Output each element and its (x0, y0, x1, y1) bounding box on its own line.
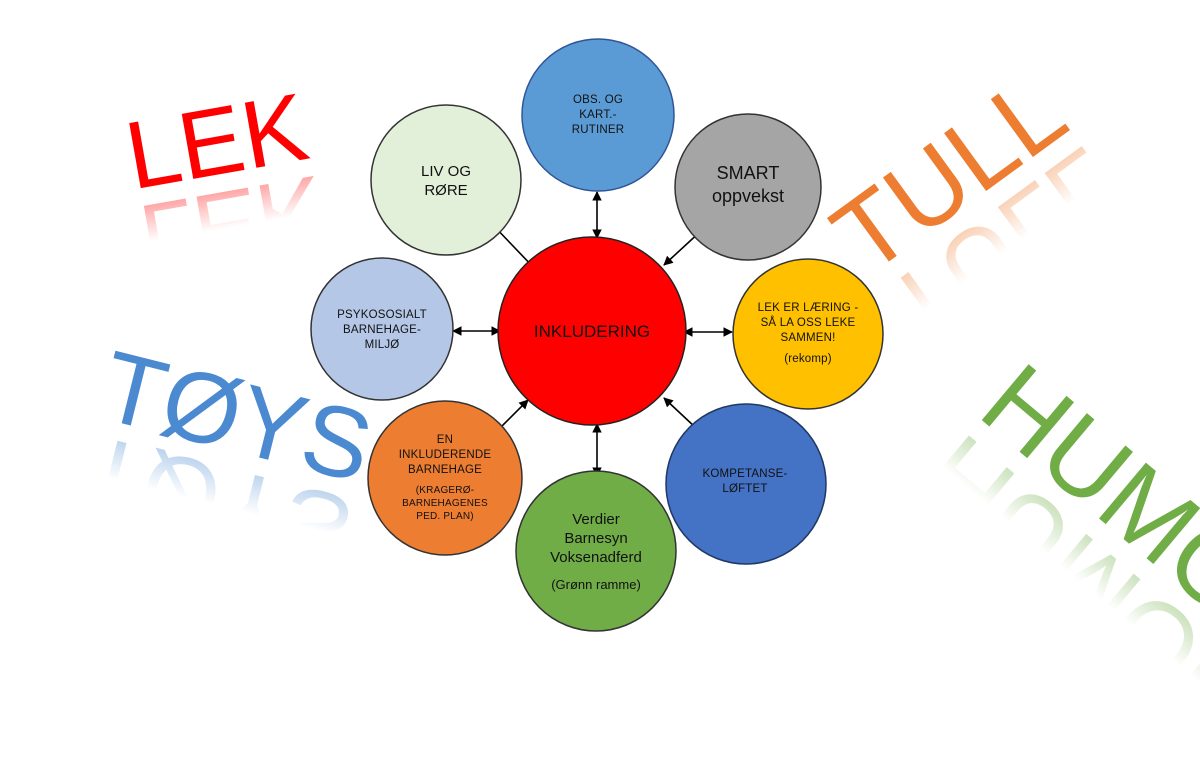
node-smart-label: SMART oppvekst (711, 163, 785, 206)
node-obs-label: OBS. OG KART.- RUTINER (571, 93, 625, 136)
node-inkluderende-circle (367, 400, 523, 556)
node-kompetanse-label: KOMPETANSE- LØFTET (702, 468, 788, 495)
node-liv-circle (370, 104, 522, 256)
center-circle (497, 236, 687, 426)
center-label: INKLUDERING (533, 321, 651, 341)
node-verdier-circle (515, 470, 677, 632)
node-smart-circle (674, 113, 822, 261)
node-liv-label: LIV OG RØRE (420, 163, 472, 199)
node-lek-laering-label: LEK ER LÆRING - SÅ LA OSS LEKE SAMMEN! (… (757, 302, 859, 365)
node-kompetanse-circle (665, 403, 827, 565)
node-obs-circle (521, 38, 675, 192)
hub-diagram (310, 38, 884, 632)
node-inkluderende-label: EN INKLUDERENDE BARNEHAGE (KRAGERØ- BARN… (398, 434, 492, 522)
node-psykososialt-circle (310, 257, 454, 401)
node-verdier-label: Verdier Barnesyn Voksenadferd (Grønn ram… (550, 511, 642, 592)
node-psykososialt-label: PSYKOSOSIALT BARNEHAGE- MILJØ (337, 308, 427, 351)
node-lek-laering-circle (732, 258, 884, 410)
diagram-stage: LEK LEK TØYS TØYS TULL TULL HUMOR HUMOR (71, 38, 1200, 760)
